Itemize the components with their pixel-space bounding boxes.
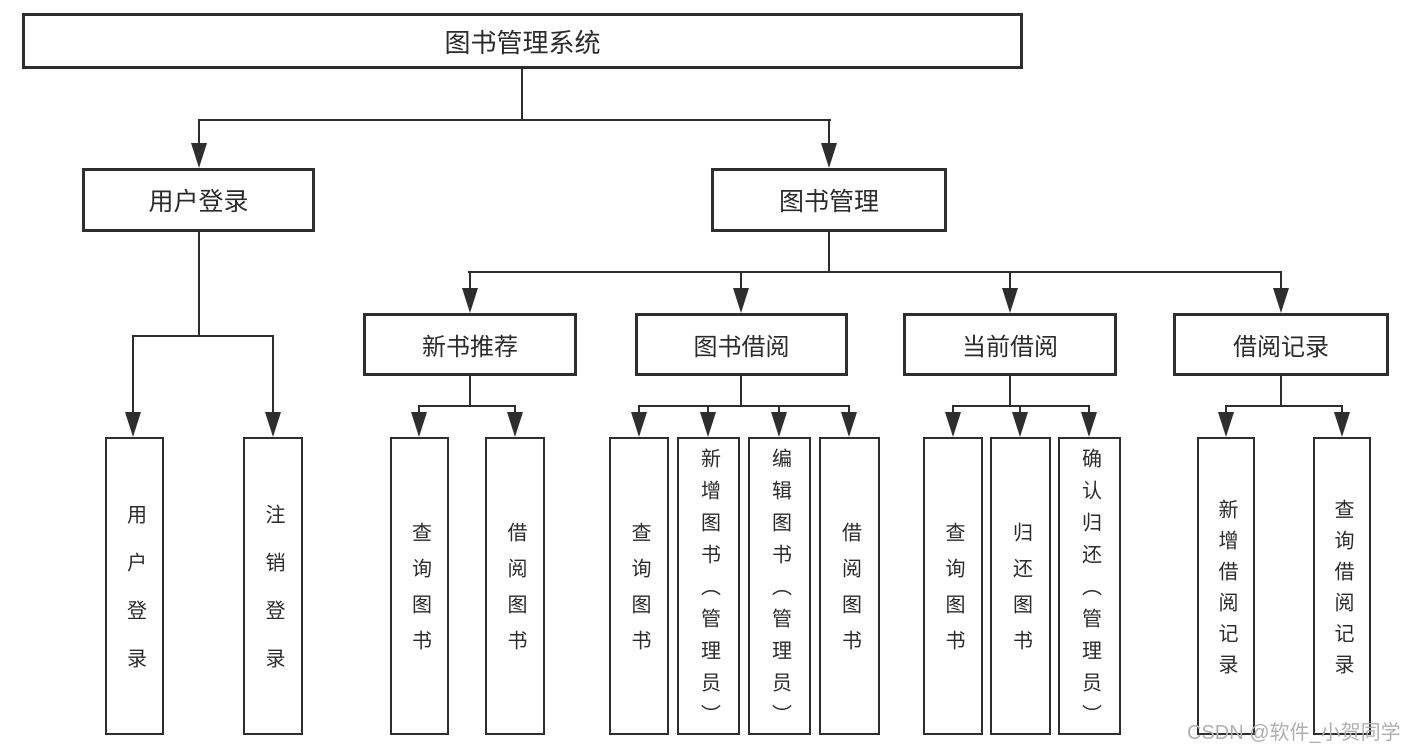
connector-current-borrow-stem bbox=[1009, 376, 1011, 406]
node-root-label: 图书管理系统 bbox=[444, 27, 601, 58]
leaf-edit-books-admin-label: 编辑图书（管理员） bbox=[768, 448, 791, 736]
node-root: 图书管理系统 bbox=[22, 13, 1023, 69]
arrow-down-icon bbox=[631, 412, 647, 437]
arrow-down-icon bbox=[265, 412, 281, 437]
node-book-borrow: 图书借阅 bbox=[635, 313, 848, 376]
node-user-login: 用户登录 bbox=[82, 168, 315, 232]
connector-new-book-stem bbox=[469, 376, 471, 406]
node-book-management: 图书管理 bbox=[711, 168, 947, 232]
connector-drop bbox=[1225, 405, 1227, 417]
connector-new-book-rail bbox=[418, 405, 516, 407]
leaf-add-books-admin-label: 新增图书（管理员） bbox=[697, 448, 720, 736]
connector-to-borrow-records bbox=[1280, 271, 1282, 291]
arrow-down-icon bbox=[125, 412, 141, 437]
connector-drop bbox=[1019, 405, 1021, 417]
node-current-borrow: 当前借阅 bbox=[903, 313, 1117, 376]
connector-to-new-book bbox=[469, 271, 471, 291]
arrow-down-icon bbox=[1273, 288, 1289, 313]
connector-drop bbox=[514, 405, 516, 417]
connector-drop bbox=[1088, 405, 1090, 417]
connector-to-user-login bbox=[198, 119, 200, 145]
leaf-confirm-return-admin: 确认归还（管理员） bbox=[1058, 437, 1121, 736]
connector-book-management-rail bbox=[468, 271, 1282, 273]
csdn-watermark: CSDN @软件_小贺同学 bbox=[1187, 722, 1401, 744]
leaf-add-books-admin: 新增图书（管理员） bbox=[677, 437, 740, 736]
arrow-down-icon bbox=[700, 412, 716, 437]
connector-to-book-borrow bbox=[740, 271, 742, 291]
leaf-user-login-label: 用户登录 bbox=[123, 504, 146, 696]
arrow-down-icon bbox=[1081, 412, 1097, 437]
connector-drop bbox=[707, 405, 709, 417]
arrow-down-icon bbox=[507, 412, 523, 437]
connector-drop bbox=[952, 405, 954, 417]
connector-root-rail bbox=[198, 119, 831, 121]
leaf-query-borrow-record-label: 查询借阅记录 bbox=[1331, 499, 1353, 685]
node-new-book-recommend-label: 新书推荐 bbox=[422, 334, 518, 361]
arrow-down-icon bbox=[733, 288, 749, 313]
leaf-user-login: 用户登录 bbox=[105, 437, 164, 735]
connector-drop bbox=[778, 405, 780, 417]
leaf-query-books-borrow-label: 查询图书 bbox=[628, 522, 650, 666]
connector-root-stem bbox=[521, 69, 523, 119]
leaf-query-books-recommend: 查询图书 bbox=[390, 437, 449, 735]
leaf-return-books: 归还图书 bbox=[990, 437, 1051, 735]
leaf-logout: 注销登录 bbox=[243, 437, 303, 735]
connector-book-borrow-stem bbox=[740, 376, 742, 406]
arrow-down-icon bbox=[411, 412, 427, 437]
arrow-down-icon bbox=[191, 143, 207, 168]
leaf-borrow-books-recommend: 借阅图书 bbox=[485, 437, 545, 735]
leaf-return-books-label: 归还图书 bbox=[1009, 522, 1032, 666]
connector-current-borrow-rail bbox=[952, 405, 1090, 407]
connector-to-current-borrow bbox=[1009, 271, 1011, 291]
node-current-borrow-label: 当前借阅 bbox=[962, 334, 1058, 361]
leaf-query-books-current: 查询图书 bbox=[923, 437, 983, 735]
arrow-down-icon bbox=[821, 143, 837, 168]
connector-drop bbox=[638, 405, 640, 417]
arrow-down-icon bbox=[1334, 412, 1350, 437]
connector-drop bbox=[1341, 405, 1343, 417]
arrow-down-icon bbox=[462, 288, 478, 313]
leaf-query-books-recommend-label: 查询图书 bbox=[408, 522, 431, 666]
arrow-down-icon bbox=[1012, 412, 1028, 437]
connector-borrow-records-stem bbox=[1280, 376, 1282, 406]
leaf-query-books-current-label: 查询图书 bbox=[942, 522, 964, 666]
arrow-down-icon bbox=[771, 412, 787, 437]
node-book-borrow-label: 图书借阅 bbox=[693, 334, 790, 361]
connector-book-borrow-rail bbox=[638, 405, 850, 407]
connector-to-leaf-user-login bbox=[132, 335, 134, 415]
leaf-query-books-borrow: 查询图书 bbox=[609, 437, 669, 735]
connector-drop bbox=[848, 405, 850, 417]
connector-to-leaf-logout bbox=[272, 335, 274, 415]
leaf-query-borrow-record: 查询借阅记录 bbox=[1313, 437, 1371, 735]
node-borrow-records-label: 借阅记录 bbox=[1233, 334, 1329, 361]
node-user-login-label: 用户登录 bbox=[148, 188, 249, 216]
leaf-borrow-books-recommend-label: 借阅图书 bbox=[504, 522, 526, 666]
connector-user-login-rail bbox=[132, 335, 274, 337]
leaf-logout-label: 注销登录 bbox=[262, 504, 284, 696]
leaf-borrow-books: 借阅图书 bbox=[819, 437, 880, 735]
arrow-down-icon bbox=[945, 412, 961, 437]
leaf-borrow-books-label: 借阅图书 bbox=[838, 522, 861, 666]
node-borrow-records: 借阅记录 bbox=[1173, 313, 1389, 376]
connector-to-book-management bbox=[828, 119, 830, 145]
node-new-book-recommend: 新书推荐 bbox=[363, 313, 577, 376]
connector-user-login-stem bbox=[198, 232, 200, 335]
leaf-add-borrow-record-label: 新增借阅记录 bbox=[1215, 499, 1237, 685]
leaf-edit-books-admin: 编辑图书（管理员） bbox=[748, 437, 811, 736]
connector-borrow-records-rail bbox=[1225, 405, 1343, 407]
leaf-add-borrow-record: 新增借阅记录 bbox=[1197, 437, 1255, 735]
connector-book-management-stem bbox=[828, 232, 830, 273]
leaf-confirm-return-admin-label: 确认归还（管理员） bbox=[1078, 448, 1101, 736]
connector-drop bbox=[418, 405, 420, 417]
arrow-down-icon bbox=[841, 412, 857, 437]
arrow-down-icon bbox=[1218, 412, 1234, 437]
node-book-management-label: 图书管理 bbox=[778, 188, 879, 216]
arrow-down-icon bbox=[1002, 288, 1018, 313]
